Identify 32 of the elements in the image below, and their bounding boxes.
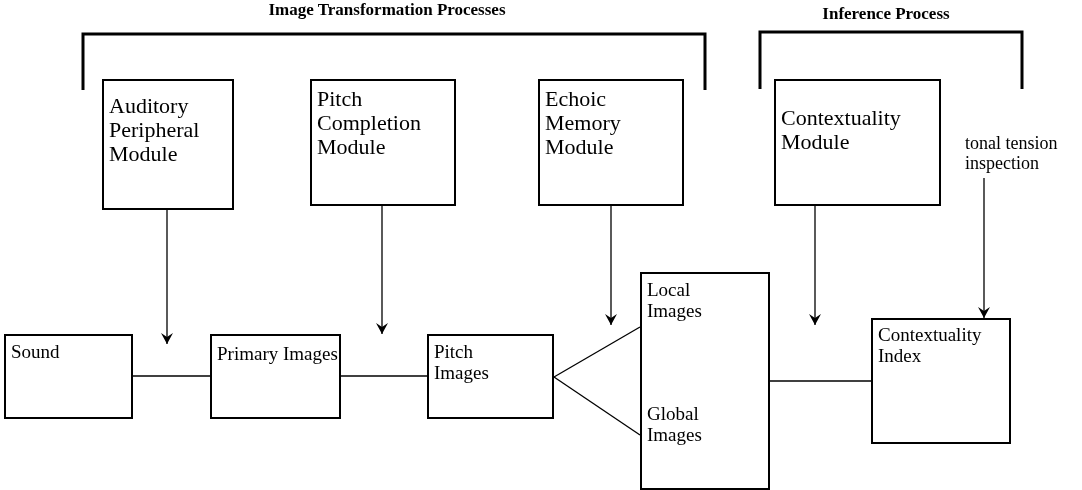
connector-line bbox=[769, 380, 872, 382]
arrow bbox=[161, 209, 173, 345]
connector-line bbox=[553, 376, 641, 436]
process-box bbox=[210, 334, 341, 419]
process-box bbox=[774, 79, 941, 206]
box-label: Primary Images bbox=[217, 344, 339, 365]
connector-line bbox=[132, 375, 211, 377]
box-label: Local Images bbox=[647, 280, 703, 322]
arrow bbox=[605, 205, 617, 326]
connector-line bbox=[553, 326, 641, 378]
box-label: Pitch Images bbox=[434, 342, 490, 384]
annotation-text: tonal tension inspection bbox=[962, 134, 1082, 178]
process-box bbox=[102, 79, 234, 210]
box-label: Contextuality Module bbox=[781, 106, 902, 155]
box-label: Contextuality Index bbox=[878, 325, 983, 367]
connector-line bbox=[340, 375, 428, 377]
process-box bbox=[538, 79, 684, 206]
process-box bbox=[640, 272, 770, 490]
box-label: Pitch Completion Module bbox=[317, 87, 422, 160]
arrow bbox=[978, 177, 990, 319]
process-box bbox=[4, 334, 133, 419]
process-box bbox=[871, 318, 1011, 444]
arrow bbox=[809, 205, 821, 326]
box-label: Echoic Memory Module bbox=[545, 87, 622, 160]
arrow bbox=[376, 205, 388, 335]
process-box bbox=[310, 79, 456, 206]
box-label: Sound bbox=[11, 342, 61, 363]
box-label: Global Images bbox=[647, 404, 703, 446]
box-label: Auditory Peripheral Module bbox=[109, 94, 201, 167]
process-box bbox=[427, 334, 554, 419]
group-heading: Inference Process bbox=[822, 4, 950, 24]
group-heading: Image Transformation Processes bbox=[268, 0, 506, 20]
